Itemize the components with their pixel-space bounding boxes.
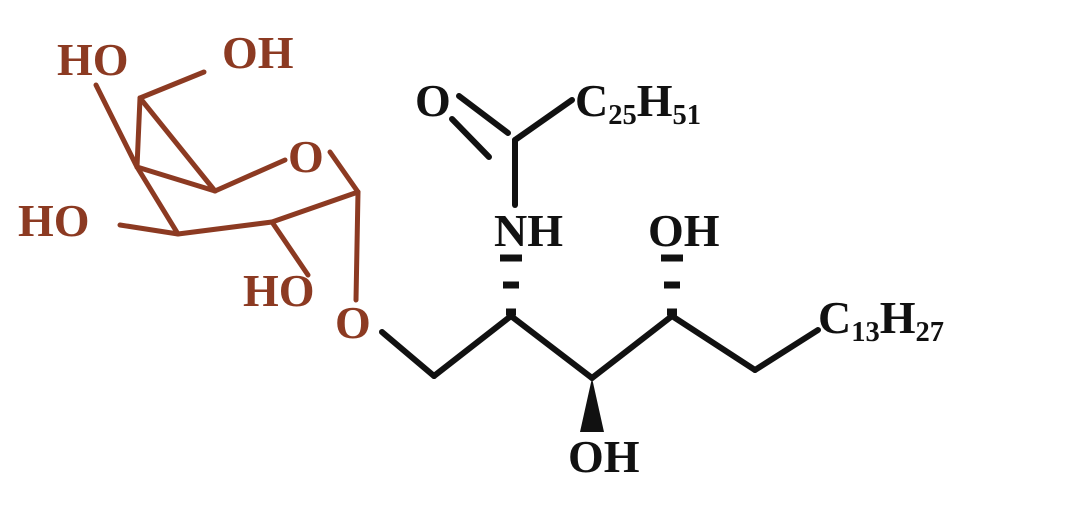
hashed-wedge-group <box>500 254 683 316</box>
carbonyl-c-o-double-a <box>456 93 511 136</box>
sugar-bond-ho-left-bond <box>117 222 181 237</box>
atom-label-amide-nh: NH <box>494 205 563 256</box>
carbonyl-c-o-double-b <box>449 116 492 160</box>
sugar-bond-ho-top-left-bond <box>93 82 140 170</box>
sugar-bond-anomeric-to-o <box>353 189 361 303</box>
sugar-bond-ring-c2-o <box>327 149 361 195</box>
atom-label-alkyl-chain: C13H27 <box>818 292 945 348</box>
c3-oh-wedge <box>580 378 604 432</box>
chain-bond-c2-c3 <box>508 313 595 381</box>
atom-label-glycosidic-o: O <box>335 297 371 348</box>
sugar-bond-ch2-to-ring <box>137 95 218 194</box>
atom-label-oh-bottom: OH <box>568 431 640 482</box>
atom-label-acyl-chain: C25H51 <box>575 75 702 131</box>
sugar-bond-ring-c1-c2 <box>269 189 361 225</box>
chain-bond-c4-c5 <box>669 313 758 373</box>
carbonyl-double-bond <box>449 93 511 160</box>
atom-label-ho-top-left: HO <box>57 34 129 85</box>
solid-wedge-group <box>580 378 604 432</box>
atom-label-oh-upper-right: OH <box>648 205 720 256</box>
chain-bond-c1-c2 <box>431 313 514 379</box>
atom-label-ring-oxygen: O <box>288 131 324 182</box>
sugar-bond-ring-c5-c4 <box>134 164 218 194</box>
sugar-bond-ho-lower-bond <box>269 219 311 278</box>
sugar-bond-ring-c5-c6-front <box>134 164 181 237</box>
chain-bond-carbonyl-c-acyl <box>512 97 575 143</box>
chain-bond-c3-c4 <box>589 313 675 381</box>
sugar-bond-ring-c4-c3 <box>212 157 288 194</box>
atom-label-ho-lower: HO <box>243 265 315 316</box>
sugar-bond-exo-ch2-up <box>134 95 143 170</box>
atom-label-oh-top: OH <box>222 27 294 78</box>
atom-label-ho-left: HO <box>18 195 90 246</box>
atom-label-carbonyl-oxygen: O <box>415 75 451 126</box>
ceramide-chain-bond-group <box>379 97 821 381</box>
chain-bond-c5-c6 <box>752 327 821 373</box>
chain-bond-o-glyco-to-c1 <box>379 329 437 379</box>
sugar-bond-exo-ch2-oh <box>137 69 207 101</box>
sugar-bond-ring-c6-c1 <box>175 219 275 237</box>
sugar-ring-bond-group <box>93 69 361 303</box>
